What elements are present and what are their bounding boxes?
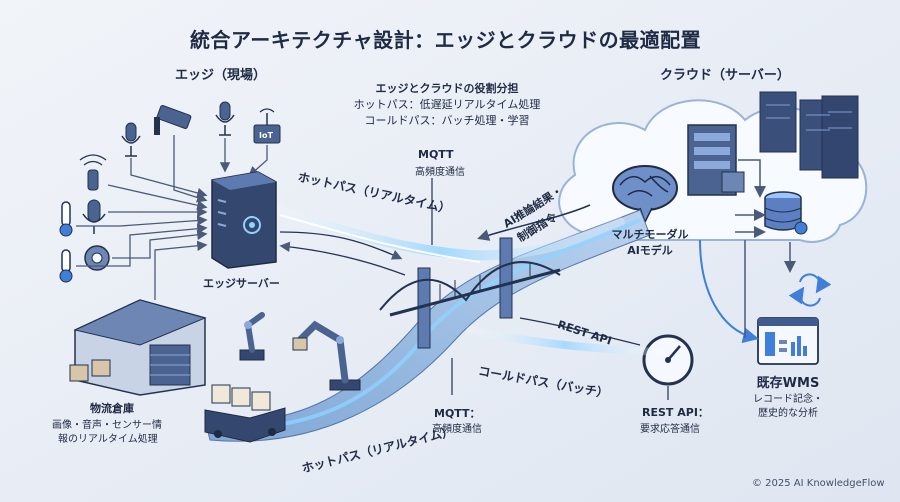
speaker-sensor-icon <box>79 154 107 191</box>
wms-monitor-icon <box>757 317 819 365</box>
mqtt-top-desc: 高頻度通信 <box>415 167 465 178</box>
coldpath-stream <box>466 326 664 356</box>
edge-out-arrow <box>279 231 403 260</box>
microphone-icon-2 <box>215 101 235 136</box>
wms-desc-line2: 歴史的な分析 <box>758 408 818 419</box>
copyright-notice: © 2025 AI KnowledgeFlow <box>752 478 885 489</box>
robot-arm-icon-2 <box>292 320 361 391</box>
brain-icon <box>612 165 678 224</box>
edge-server-label: エッジサーバー <box>203 277 280 290</box>
mqtt-bottom-name: MQTT： <box>434 407 481 420</box>
upper-data-stream <box>255 200 625 261</box>
edge-server-icon <box>211 171 277 269</box>
iot-sensor-icon <box>253 108 281 144</box>
agv-cart-icon <box>204 384 286 443</box>
rest-api-bottom-desc: 要求応答通信 <box>640 424 700 435</box>
mqtt-top-name: MQTT <box>418 148 454 161</box>
warehouse-arrow <box>154 240 208 300</box>
cloud-section-label: クラウド（サーバー） <box>660 68 790 83</box>
iot-badge-label: IoT <box>259 131 273 140</box>
roles-hot-line: ホットパス：低遅延リアルタイム処理 <box>353 98 541 111</box>
wms-name: 既存WMS <box>756 376 820 391</box>
ai-model-line2: AIモデル <box>627 244 673 257</box>
sync-icon <box>788 273 832 307</box>
warehouse-desc-line1: 画像・音声・センサー情 <box>52 420 162 431</box>
bridge-icon <box>379 237 561 349</box>
ai-model-line1: マルチモーダル <box>611 228 689 241</box>
cloud-server-icon <box>687 124 745 196</box>
ai-result-arrow <box>477 204 591 241</box>
sensor-arrows <box>76 135 268 267</box>
roles-heading: エッジとクラウドの役割分担 <box>375 82 519 95</box>
warehouse-name: 物流倉庫 <box>90 402 134 415</box>
thermometer-icon-2 <box>59 249 73 283</box>
microphone-icon-3 <box>82 199 106 234</box>
cloud-to-wms-line <box>699 239 759 344</box>
warehouse-desc-line2: 報のリアルタイム処理 <box>58 434 158 445</box>
edge-section-label: エッジ（現場） <box>175 68 267 83</box>
page-title: 統合アーキテクチャ設計：エッジとクラウドの最適配置 <box>190 28 702 52</box>
warehouse-icon <box>69 299 207 396</box>
microphone-icon-1 <box>121 122 141 157</box>
wms-desc-line1: レコード記念・ <box>753 394 823 405</box>
gear-drop-icon <box>84 245 110 271</box>
cloud-server-racks <box>759 91 859 179</box>
cloud-arrow-1 <box>738 159 766 198</box>
gauge-icon <box>642 334 694 386</box>
database-icon <box>764 191 808 235</box>
rest-api-path <box>519 317 641 346</box>
rest-api-bottom-name: REST API： <box>642 406 709 419</box>
security-camera-icon <box>154 105 192 135</box>
robot-arm-icon-1 <box>239 312 265 361</box>
upper-stream-highlight <box>279 214 481 263</box>
mqtt-bottom-desc: 高頻度通信 <box>432 424 482 435</box>
roles-cold-line: コールドパス：バッチ処理・学習 <box>364 114 530 127</box>
thermometer-icon-1 <box>59 201 73 237</box>
edge-in-arrow <box>279 241 406 276</box>
